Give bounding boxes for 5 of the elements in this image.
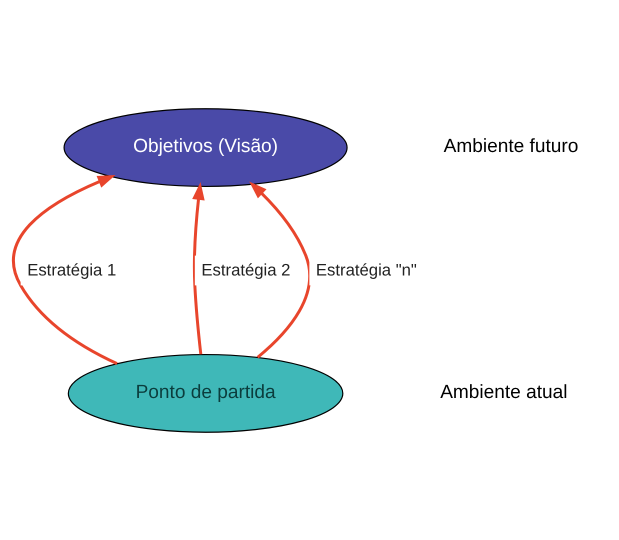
edge-label: Estratégia "n" — [316, 260, 417, 280]
label: Ambiente futuro — [444, 136, 578, 157]
label: Ambiente atual — [440, 381, 568, 402]
edge-label: Estratégia 1 — [27, 260, 116, 280]
edge-label: Estratégia 2 — [201, 260, 290, 280]
